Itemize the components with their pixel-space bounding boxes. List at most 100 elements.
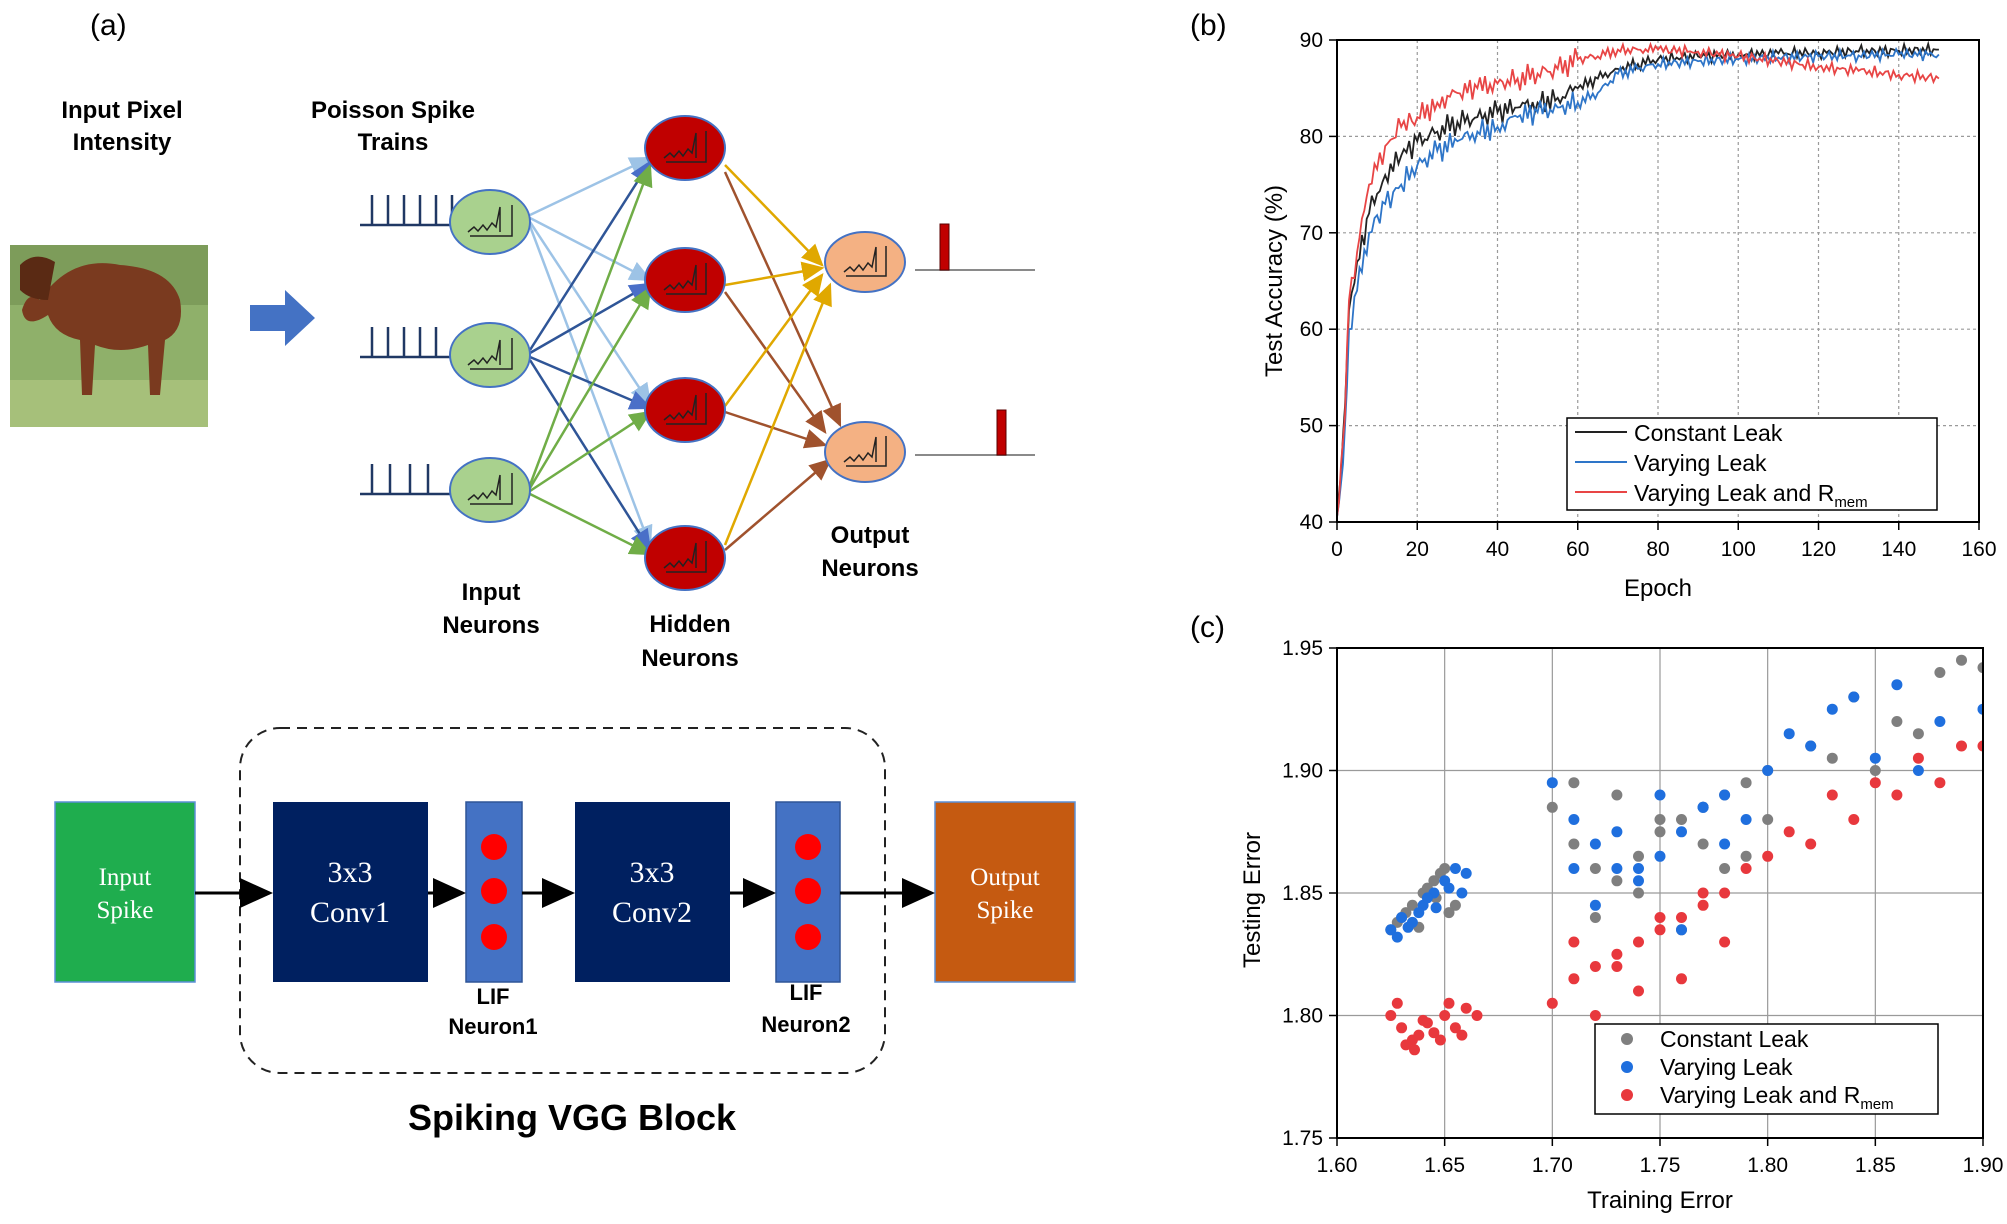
c-point-2: [1385, 1010, 1397, 1021]
connections-input-hidden: [528, 156, 653, 556]
c-point-1: [1385, 924, 1397, 936]
c-point-1: [1912, 765, 1924, 776]
c-point-0: [1633, 850, 1644, 862]
input-neurons-label-line2: Neurons: [442, 612, 539, 639]
c-point-1: [1676, 924, 1687, 936]
output-neurons-label-line2: Neurons: [821, 555, 918, 582]
c-point-1: [1396, 912, 1408, 923]
output-spike-1: [915, 223, 1035, 271]
c-xtick-label: 1.75: [1640, 1154, 1681, 1177]
output-neurons-label-line1: Output: [831, 522, 910, 549]
chart-b-plot: [1337, 40, 1940, 518]
c-xtick-label: 1.65: [1424, 1154, 1465, 1177]
c-point-0: [1762, 814, 1774, 825]
spike-train-3: [360, 464, 458, 496]
input-neurons-label-line1: Input: [462, 579, 521, 606]
c-point-2: [1568, 936, 1580, 948]
c-point-0: [1934, 667, 1946, 678]
c-point-2: [1428, 1027, 1440, 1039]
c-point-2: [1611, 948, 1623, 960]
chart-c-legend: Constant Leak Varying Leak Varying Leak …: [1594, 1023, 1939, 1115]
c-point-1: [1568, 814, 1580, 825]
c-point-1: [1413, 907, 1425, 919]
c-point-1: [1391, 931, 1403, 943]
c-point-2: [1413, 1029, 1425, 1041]
lif2-dot-2: [795, 878, 821, 904]
c-point-2: [1546, 997, 1558, 1009]
c-point-2: [1633, 985, 1644, 997]
lif2-dot-3: [795, 924, 821, 950]
lif1-label-line2: Neuron1: [448, 1014, 537, 1039]
c-point-1: [1977, 703, 1983, 715]
c-point-1: [1697, 801, 1709, 813]
c-point-0: [1740, 850, 1752, 862]
c-point-0: [1633, 887, 1644, 899]
chart-c-ylabel: Testing Error: [1239, 832, 1266, 968]
c-point-1: [1740, 814, 1752, 825]
c-point-2: [1456, 1029, 1468, 1041]
b-ytick-label: 60: [1300, 318, 1323, 341]
c-point-1: [1719, 838, 1731, 850]
c-ytick-label: 1.85: [1282, 882, 1323, 905]
hidden-neuron-3: [644, 377, 726, 443]
c-point-0: [1740, 777, 1752, 789]
output-neuron-2: [824, 421, 906, 483]
output-spike-label-line1: Output: [970, 864, 1040, 891]
c-point-0: [1589, 912, 1601, 923]
b-xtick-label: 140: [1881, 538, 1916, 561]
b-ytick-label: 40: [1300, 511, 1323, 534]
c-point-1: [1546, 777, 1558, 789]
c-point-1: [1456, 887, 1468, 899]
c-ytick-label: 1.90: [1282, 760, 1323, 783]
c-point-2: [1977, 740, 1983, 752]
hidden-neurons-label-line2: Neurons: [641, 645, 738, 672]
c-point-2: [1891, 789, 1903, 801]
c-point-1: [1633, 863, 1644, 874]
lif1-dot-3: [481, 924, 507, 950]
c-point-0: [1611, 789, 1623, 801]
c-point-2: [1719, 887, 1731, 899]
legend-b-varying-leak-rmem: Varying Leak and Rmem: [1634, 480, 1868, 511]
c-point-0: [1977, 662, 1983, 674]
hidden-neuron-4: [644, 525, 726, 591]
b-xtick-label: 100: [1721, 538, 1756, 561]
lif1-dot-1: [481, 834, 507, 860]
output-spike-2: [915, 409, 1035, 456]
conv1-box: [273, 802, 428, 982]
legend-c-varying-leak-rmem: Varying Leak and Rmem: [1660, 1082, 1894, 1113]
output-spike-box: [934, 801, 1076, 983]
chart-c-xlabel: Training Error: [1587, 1187, 1733, 1214]
c-point-0: [1589, 863, 1601, 874]
b-xtick-label: 40: [1486, 538, 1509, 561]
b-ytick-label: 50: [1300, 415, 1323, 438]
c-point-1: [1934, 716, 1946, 727]
c-point-2: [1391, 997, 1403, 1009]
c-point-2: [1783, 826, 1795, 838]
c-point-0: [1869, 765, 1881, 776]
legend-b-varying-leak: Varying Leak: [1634, 450, 1767, 476]
c-point-2: [1912, 752, 1924, 764]
big-arrow-icon: [250, 290, 315, 346]
c-point-0: [1654, 814, 1666, 825]
c-point-1: [1633, 875, 1644, 887]
b-xtick-label: 80: [1646, 538, 1669, 561]
legend-c-varying-leak: Varying Leak: [1660, 1054, 1793, 1080]
c-point-2: [1719, 936, 1731, 948]
chart-b-xlabel: Epoch: [1624, 575, 1692, 602]
c-ytick-label: 1.75: [1282, 1127, 1323, 1150]
c-point-1: [1589, 838, 1601, 850]
b-ytick-label: 80: [1300, 125, 1323, 148]
c-point-0: [1654, 826, 1666, 838]
input-neuron-3: [449, 457, 531, 523]
c-point-2: [1956, 740, 1967, 752]
c-point-2: [1654, 912, 1666, 923]
poisson-label-line1: Poisson Spike: [311, 97, 475, 124]
lif1-label-line1: LIF: [477, 984, 510, 1009]
lif2-label-line1: LIF: [790, 980, 823, 1005]
hidden-neurons-label-line1: Hidden: [649, 611, 730, 638]
c-point-1: [1611, 863, 1623, 874]
c-point-1: [1805, 740, 1817, 752]
